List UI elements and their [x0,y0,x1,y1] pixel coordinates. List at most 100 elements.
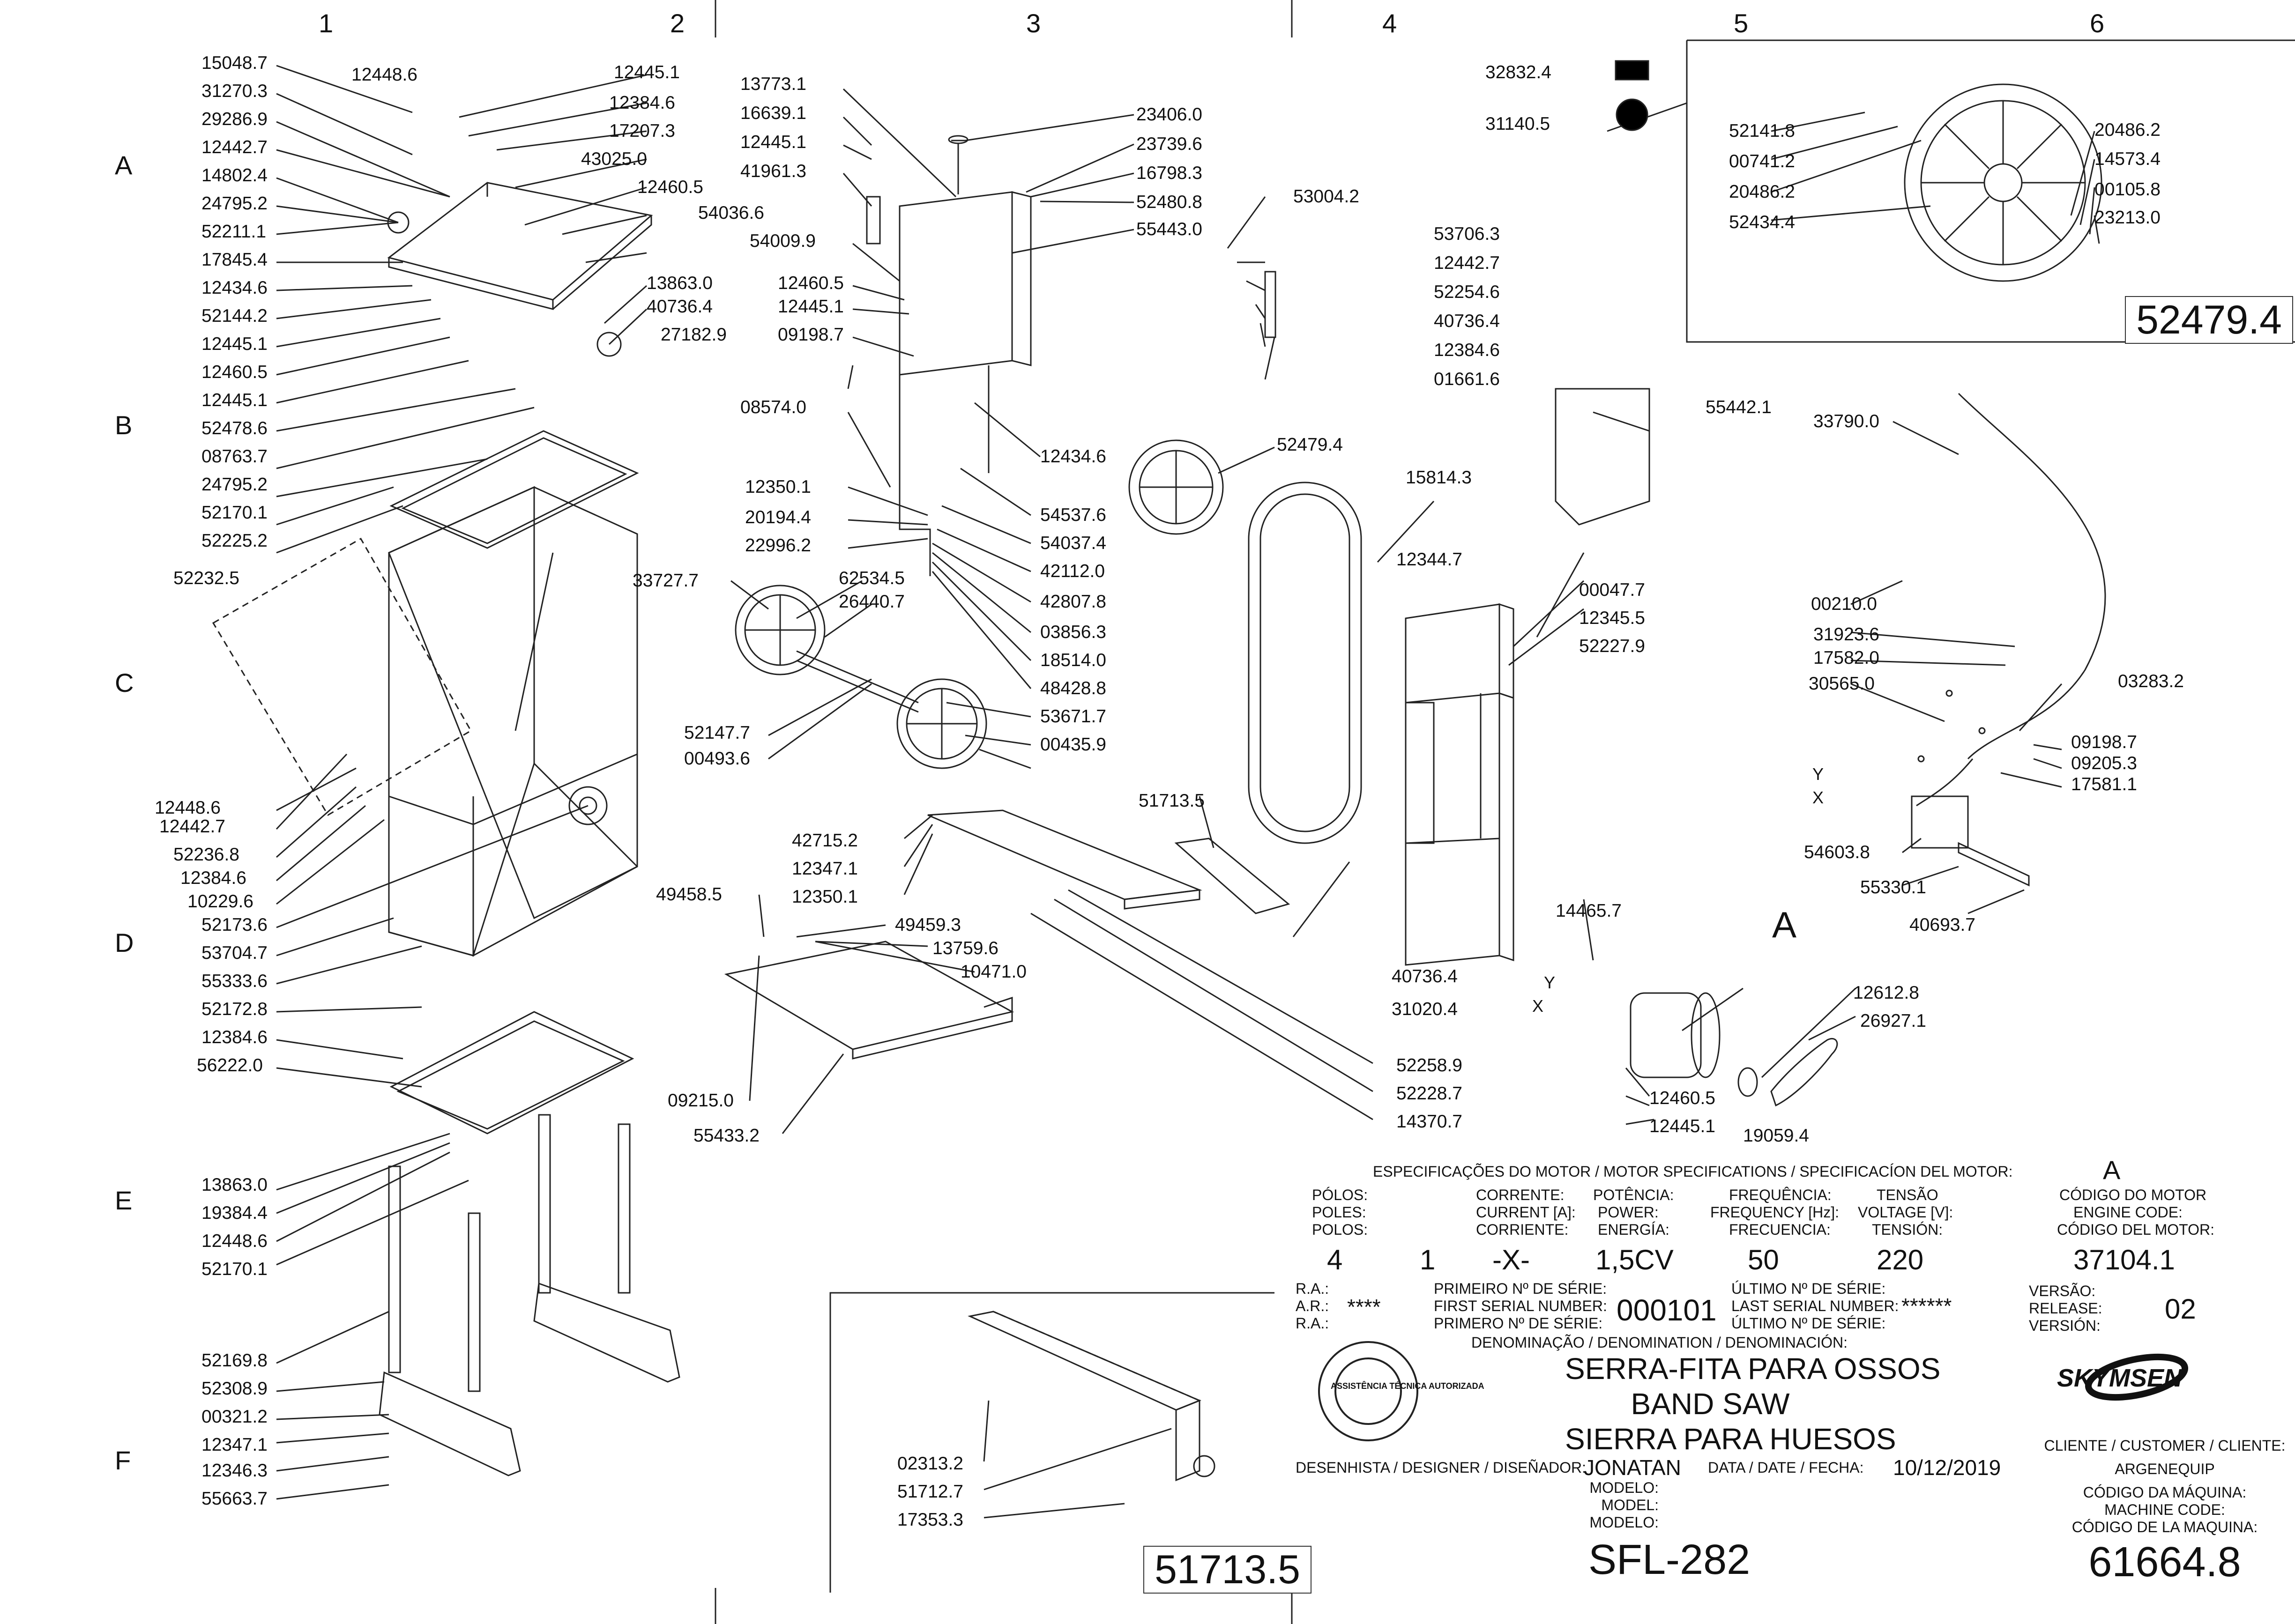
part-number-label: 52144.2 [201,306,268,326]
part-number-label: 40693.7 [1909,915,1975,935]
part-number-label: 13773.1 [740,74,806,94]
part-number-label: 55663.7 [201,1489,268,1509]
model-value: SFL-282 [1588,1536,1751,1583]
grid-column-label: 6 [2090,8,2105,38]
part-number-label: 52434.4 [1729,212,1795,232]
part-number-label: 03856.3 [1040,622,1106,642]
part-number-label: 54603.8 [1804,842,1870,862]
part-number-label: 12350.1 [745,477,811,497]
pulley-assembly-number: 52479.4 [2125,296,2293,344]
part-number-label: 42715.2 [792,831,858,851]
motor-x-label: X [1532,996,1544,1016]
last-serial-label-es: ÚLTIMO Nº DE SÉRIE: [1731,1315,1886,1332]
part-number-label: 54036.6 [698,203,764,223]
customer-value: ARGENEQUIP [2115,1461,2215,1477]
part-number-label: 33727.7 [633,571,699,591]
part-number-label: 12347.1 [201,1435,268,1455]
freq-label-pt: FREQUÊNCIA: [1729,1186,1832,1203]
part-number-label: 12445.1 [201,334,268,354]
part-number-label: 17582.0 [1813,648,1879,668]
part-number-label: 43025.0 [581,149,647,169]
grid-row-label: C [115,668,134,697]
voltage-label-es: TENSIÓN: [1872,1221,1943,1238]
part-number-label: 15814.3 [1406,467,1472,488]
part-number-label: 19384.4 [201,1203,268,1223]
model-label-es: MODELO: [1589,1514,1659,1531]
part-number-label: 16798.3 [1136,163,1202,183]
part-number-label: 52169.8 [201,1350,268,1371]
part-number-label: 51713.5 [1139,791,1205,811]
grid-column-label: 4 [1382,8,1397,38]
part-number-label: 14370.7 [1396,1112,1462,1132]
model-label-pt: MODELO: [1589,1479,1659,1496]
part-number-label: 12434.6 [1040,446,1106,467]
part-number-label: 17845.4 [201,250,268,270]
part-number-label: 52170.1 [201,1259,268,1279]
first-serial-label-en: FIRST SERIAL NUMBER: [1434,1298,1607,1314]
part-number-label: 12448.6 [351,65,417,85]
part-number-label: 31020.4 [1392,999,1458,1019]
part-number-label: 12344.7 [1396,549,1462,570]
power-label-pt: POTÊNCIA: [1593,1186,1674,1203]
part-number-label: 12345.5 [1579,608,1645,628]
power-label-es: ENERGÍA: [1598,1221,1669,1238]
part-number-label: 03283.2 [2118,671,2184,691]
grid-row-label: E [115,1186,133,1215]
part-number-label: 12460.5 [637,177,703,197]
part-number-label: 49459.3 [895,915,961,935]
part-number-label: 26440.7 [839,592,905,612]
last-serial-label-en: LAST SERIAL NUMBER: [1731,1298,1899,1314]
date-label: DATA / DATE / FECHA: [1708,1459,1864,1476]
version-value: 02 [2165,1293,2196,1325]
part-number-label: 31270.3 [201,81,268,101]
part-number-label: 12350.1 [792,887,858,907]
part-number-label: 09215.0 [668,1090,734,1111]
part-number-label: 52227.9 [1579,636,1645,656]
poles-label-pt: PÓLOS: [1312,1186,1368,1203]
part-number-label: 12346.3 [201,1461,268,1481]
version-label-es: VERSIÓN: [2029,1317,2101,1334]
part-number-label: 32832.4 [1485,62,1551,82]
motor-current-value: -X- [1492,1244,1530,1275]
part-number-label: 12434.6 [201,278,268,298]
part-number-label: 55443.0 [1136,219,1202,239]
part-number-label: 40736.4 [1392,966,1458,986]
part-number-label: 09205.3 [2071,753,2137,773]
grid-row-label: D [115,928,134,957]
part-number-label: 52228.7 [1396,1083,1462,1104]
current-label-pt: CORRENTE: [1476,1186,1565,1203]
brand-logo-swoosh [2085,1353,2189,1401]
part-number-label: 17353.3 [897,1510,963,1530]
denomination-label: DENOMINAÇÃO / DENOMINATION / DENOMINACIÓ… [1471,1334,1848,1351]
part-number-label: 12445.1 [778,297,844,317]
authorized-service-seal [1318,1341,1418,1441]
part-number-label: 52211.1 [201,222,267,242]
name-en: BAND SAW [1631,1387,1790,1421]
part-number-label: 12445.1 [614,62,680,82]
version-label-en: RELEASE: [2029,1300,2102,1317]
part-number-label: 12384.6 [180,868,246,888]
part-number-label: 12460.5 [201,362,268,382]
part-number-label: 13863.0 [647,273,713,293]
part-number-label: 51712.7 [897,1482,963,1502]
code-label-en: ENGINE CODE: [2073,1204,2183,1221]
part-number-label: 19059.4 [1743,1126,1809,1146]
part-number-label: 52147.7 [684,723,750,743]
part-number-label: 54009.9 [750,231,816,251]
part-number-label: 52478.6 [201,418,268,438]
part-number-label: 15048.7 [201,53,268,73]
poles-label-en: POLES: [1312,1204,1366,1221]
version-label-pt: VERSÃO: [2029,1283,2096,1299]
grid-row-label: B [115,410,133,440]
part-number-label: 48428.8 [1040,678,1106,698]
part-number-label: 12347.1 [792,859,858,879]
part-number-label: 17207.3 [609,121,675,141]
part-number-label: 00105.8 [2094,179,2161,200]
seal-text: ASSISTÊNCIA TÉCNICA AUTORIZADA [1331,1381,1484,1391]
freq-label-en: FREQUENCY [Hz]: [1710,1204,1839,1221]
part-number-label: 31140.5 [1485,114,1550,134]
voltage-label-pt: TENSÃO [1877,1186,1938,1203]
part-number-label: 10229.6 [187,891,253,912]
part-number-label: 49458.5 [656,884,722,905]
